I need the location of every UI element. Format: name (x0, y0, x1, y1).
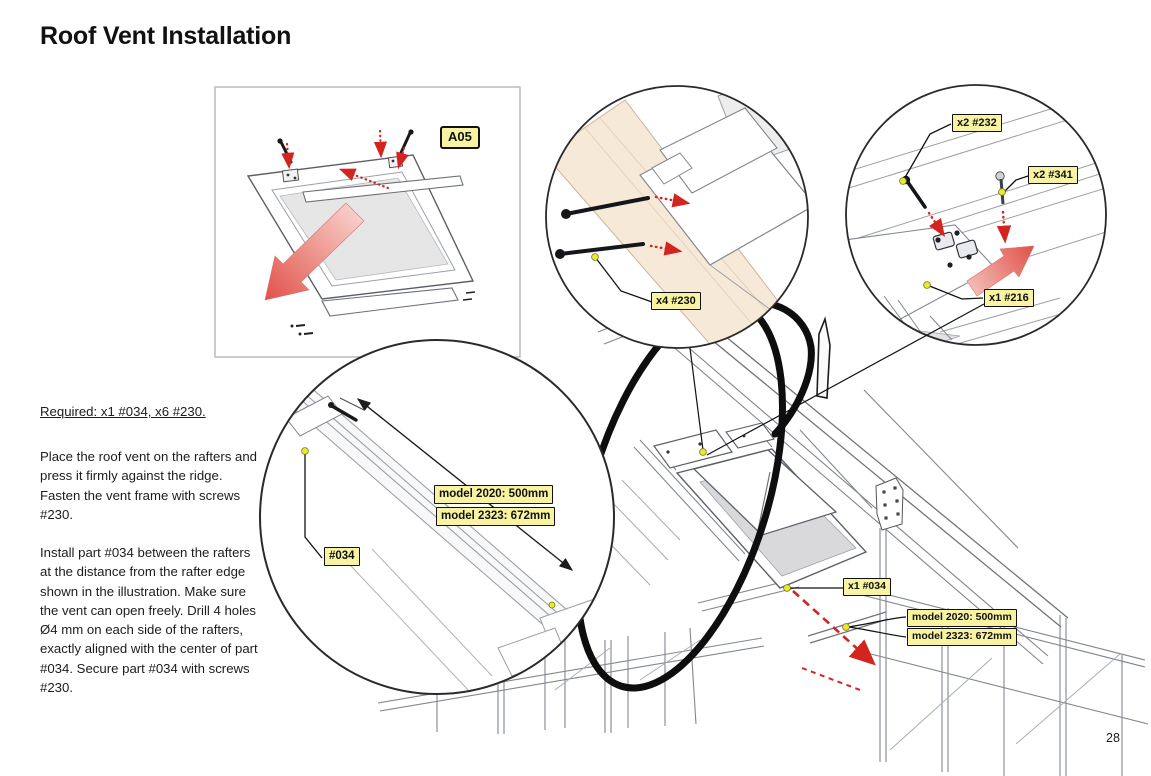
slide-direction-arrow (966, 245, 1035, 297)
dimension-arrow (356, 398, 574, 571)
page-number: 28 (1106, 731, 1120, 745)
callout-a05: A05 (440, 126, 480, 149)
roof-vent-drawing (652, 316, 868, 589)
callout-x2-341: x2 #341 (1028, 166, 1078, 185)
callout-x1-034: x1 #034 (843, 578, 891, 596)
marker-dot (842, 623, 850, 631)
circle-leader-lines (689, 303, 985, 456)
distance-arrow (792, 590, 876, 691)
callout-dim-2020-circle: model 2020: 500mm (434, 485, 554, 504)
marker-dot (783, 584, 791, 592)
instruction-step-2: Install part #034 between the rafters at… (40, 545, 258, 696)
screw-icon (555, 196, 650, 259)
remove-direction-arrow (264, 202, 365, 301)
callout-x2-232: x2 #232 (952, 114, 1002, 133)
detail-circle-screws (545, 85, 809, 349)
callout-dim-2020-main: model 2020: 500mm (907, 609, 1017, 627)
instruction-step-1: Place the roof vent on the rafters and p… (40, 449, 257, 522)
callout-034: #034 (324, 547, 360, 566)
page-title: Roof Vent Installation (40, 22, 292, 50)
fastening-arrows (281, 129, 409, 190)
callout-dim-2323-circle: model 2323: 672mm (436, 507, 556, 526)
callout-x4-230: x4 #230 (651, 292, 701, 311)
callout-dim-2323-main: model 2323: 672mm (907, 628, 1017, 646)
callout-x1-216: x1 #216 (984, 289, 1034, 308)
required-parts-note: Required: x1 #034, x6 #230. (40, 404, 206, 419)
main-leader-lines (789, 587, 907, 638)
marker-dot (699, 448, 707, 456)
